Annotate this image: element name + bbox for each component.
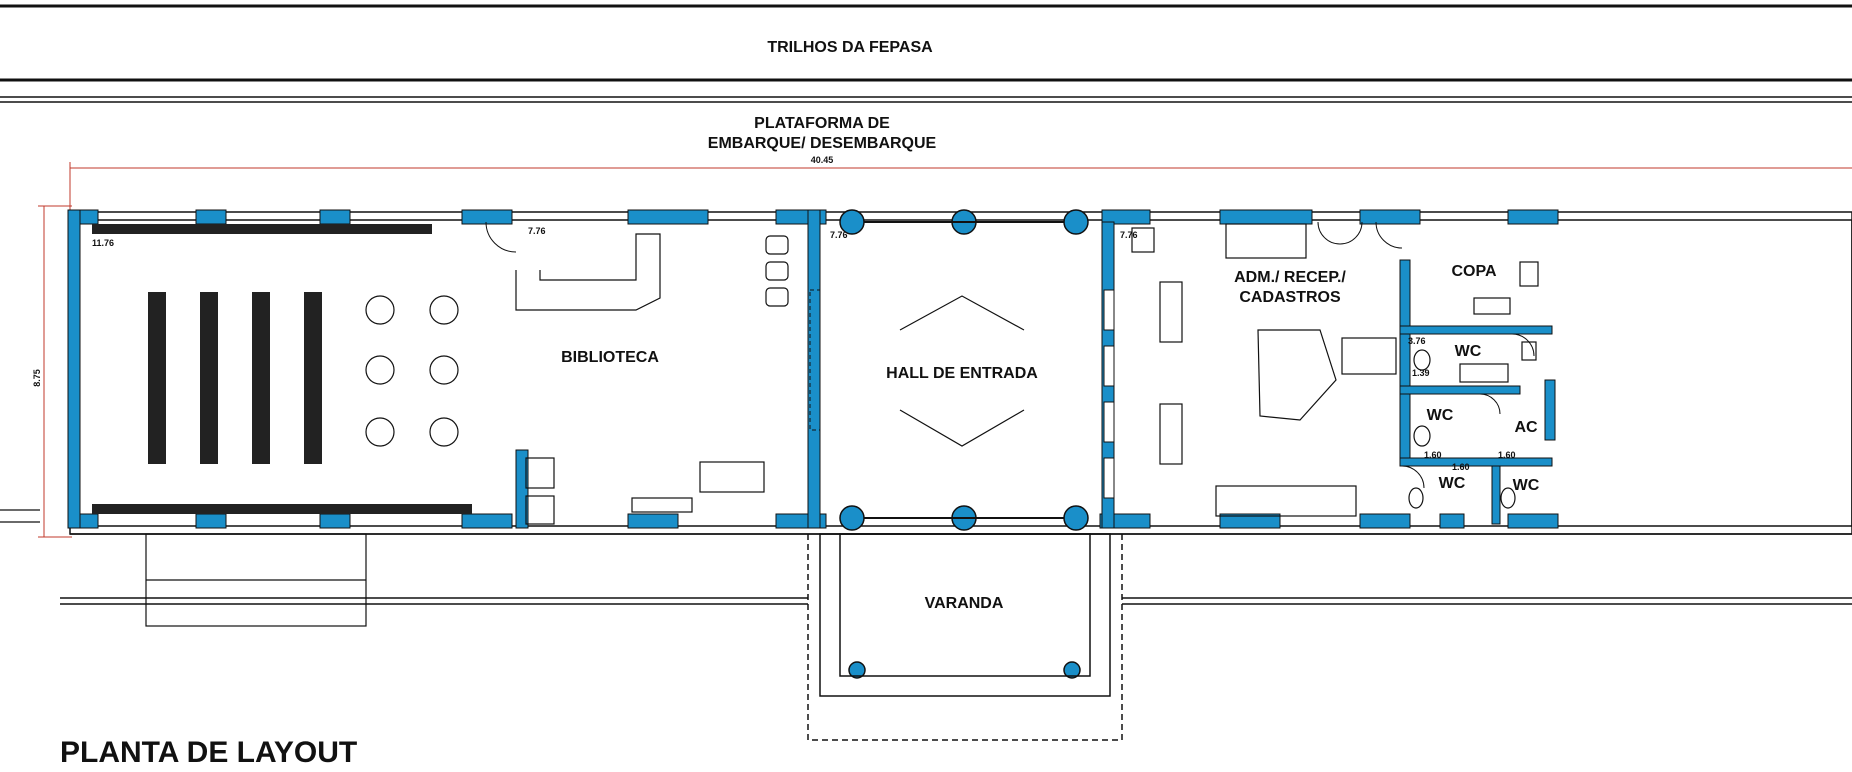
tracks-label: TRILHOS DA FEPASA bbox=[767, 39, 933, 56]
dim-label: 7.76 bbox=[1120, 230, 1138, 240]
library-chairs bbox=[765, 235, 789, 307]
dim-label: 1.60 bbox=[1424, 450, 1442, 460]
doors bbox=[485, 221, 1535, 489]
hall-columns bbox=[839, 209, 1089, 679]
room-label-kitchen: COPA bbox=[1451, 263, 1496, 280]
left-annex bbox=[0, 509, 367, 627]
hall-decoration bbox=[899, 295, 1025, 447]
width-dimension-line bbox=[38, 205, 72, 538]
length-dimension-value: 40.45 bbox=[811, 155, 834, 165]
room-label-wc3: WC bbox=[1439, 475, 1466, 492]
sanitary-fixtures bbox=[1408, 261, 1539, 509]
length-dimension-line bbox=[69, 162, 1852, 210]
hall-boundaries bbox=[864, 221, 1064, 519]
reading-tables bbox=[365, 295, 459, 447]
room-label-admin-line1: ADM./ RECEP./ bbox=[1234, 269, 1346, 286]
room-label-library: BIBLIOTECA bbox=[561, 349, 659, 366]
library-desk bbox=[515, 233, 765, 525]
railway-lines bbox=[0, 4, 1852, 103]
hall-side-windows bbox=[809, 289, 1115, 499]
dim-label: 3.76 bbox=[1408, 336, 1426, 346]
dim-label: 7.76 bbox=[528, 226, 546, 236]
width-dimension-value: 8.75 bbox=[32, 369, 42, 387]
room-label-admin-line2: CADASTROS bbox=[1239, 289, 1341, 306]
ground-lines bbox=[60, 533, 1852, 605]
room-label-ac: AC bbox=[1514, 419, 1538, 436]
dim-label: 1.60 bbox=[1452, 462, 1470, 472]
room-label-wc4: WC bbox=[1513, 477, 1540, 494]
top-wall-segments bbox=[67, 209, 1559, 225]
bookshelves bbox=[92, 224, 472, 514]
admin-furniture bbox=[1131, 223, 1397, 517]
platform-label-line1: PLATAFORMA DE bbox=[754, 115, 890, 132]
drawing-title: PLANTA DE LAYOUT bbox=[60, 736, 357, 769]
platform-label-line2: EMBARQUE/ DESEMBARQUE bbox=[708, 135, 937, 152]
room-label-wc2: WC bbox=[1427, 407, 1454, 424]
dim-label: 1.39 bbox=[1412, 368, 1430, 378]
dim-label: 1.60 bbox=[1498, 450, 1516, 460]
dim-label: 7.76 bbox=[830, 230, 848, 240]
room-label-porch: VARANDA bbox=[925, 595, 1004, 612]
porch-outline bbox=[807, 533, 1123, 741]
dim-label: 11.76 bbox=[92, 238, 114, 248]
room-label-wc1: WC bbox=[1455, 343, 1482, 360]
room-label-hall: HALL DE ENTRADA bbox=[886, 365, 1038, 382]
